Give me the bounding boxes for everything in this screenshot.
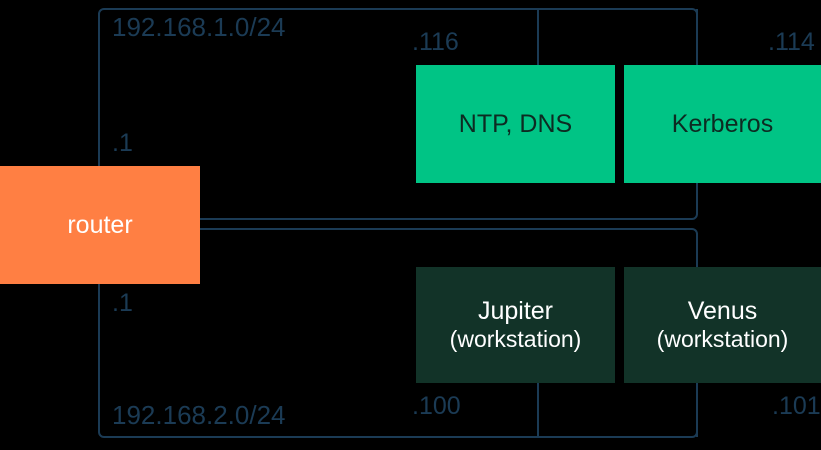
node-venus-sublabel: (workstation) bbox=[656, 326, 789, 353]
node-venus-label: Venus bbox=[687, 297, 758, 326]
ip-label-kerberos: .114 bbox=[768, 28, 815, 56]
ip-label-ntpdns: .116 bbox=[412, 28, 459, 56]
node-router-label: router bbox=[67, 210, 133, 239]
node-kerberos-label: Kerberos bbox=[671, 109, 774, 138]
connector-jupiter bbox=[537, 383, 539, 437]
connector-kerberos bbox=[696, 9, 698, 65]
node-ntp-dns-label: NTP, DNS bbox=[458, 109, 573, 138]
node-kerberos[interactable]: Kerberos bbox=[624, 65, 821, 183]
connector-venus bbox=[696, 383, 698, 437]
connector-router-top bbox=[98, 120, 100, 166]
connector-router-bottom bbox=[98, 284, 100, 330]
ip-label-router-top: .1 bbox=[112, 129, 133, 157]
node-jupiter-label: Jupiter bbox=[477, 297, 554, 326]
subnet-label-top: 192.168.1.0/24 bbox=[112, 12, 286, 42]
node-venus[interactable]: Venus (workstation) bbox=[624, 267, 821, 383]
ip-label-venus: .101 bbox=[772, 392, 821, 420]
ip-label-router-bottom: .1 bbox=[112, 289, 133, 317]
connector-ntpdns bbox=[537, 9, 539, 65]
node-jupiter-sublabel: (workstation) bbox=[449, 326, 582, 353]
node-router[interactable]: router bbox=[0, 166, 200, 284]
subnet-label-bottom: 192.168.2.0/24 bbox=[112, 400, 286, 430]
node-ntp-dns[interactable]: NTP, DNS bbox=[416, 65, 615, 183]
ip-label-jupiter: .100 bbox=[412, 392, 461, 420]
node-jupiter[interactable]: Jupiter (workstation) bbox=[416, 267, 615, 383]
